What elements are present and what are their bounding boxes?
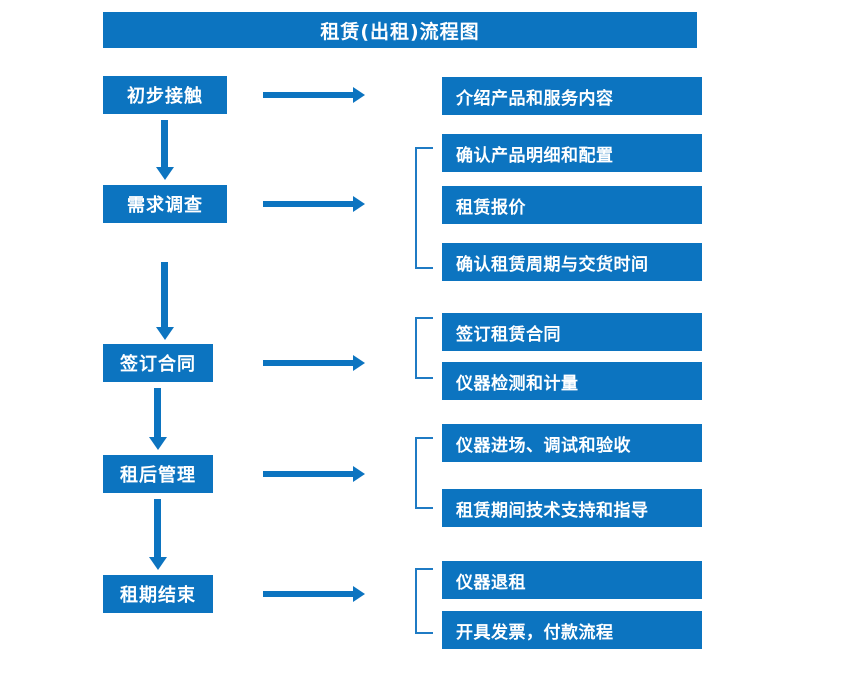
- group-bracket-contract: [415, 317, 433, 379]
- stage-box-5[interactable]: 租期结束: [103, 575, 213, 613]
- diagram-title: 租赁(出租)流程图: [103, 12, 697, 48]
- detail-box-9[interactable]: 仪器退租: [442, 561, 702, 599]
- link-arrow-right-5: [263, 585, 365, 603]
- detail-box-5[interactable]: 签订租赁合同: [442, 313, 702, 351]
- link-arrow-right-2: [263, 195, 365, 213]
- detail-box-7[interactable]: 仪器进场、调试和验收: [442, 424, 702, 462]
- group-bracket-management: [415, 437, 433, 509]
- link-arrow-right-1: [263, 86, 365, 104]
- flow-arrow-down-4: [148, 499, 168, 570]
- link-arrow-right-3: [263, 354, 365, 372]
- flow-arrow-down-1: [155, 120, 175, 180]
- stage-box-3[interactable]: 签订合同: [103, 344, 213, 382]
- stage-box-2[interactable]: 需求调查: [103, 185, 227, 223]
- detail-box-6[interactable]: 仪器检测和计量: [442, 362, 702, 400]
- detail-box-8[interactable]: 租赁期间技术支持和指导: [442, 489, 702, 527]
- group-bracket-termination: [415, 568, 433, 634]
- group-bracket-requirements: [415, 147, 433, 269]
- detail-box-1[interactable]: 介绍产品和服务内容: [442, 77, 702, 115]
- flow-arrow-down-2: [155, 262, 175, 340]
- detail-box-4[interactable]: 确认租赁周期与交货时间: [442, 243, 702, 281]
- detail-box-2[interactable]: 确认产品明细和配置: [442, 134, 702, 172]
- link-arrow-right-4: [263, 465, 365, 483]
- detail-box-3[interactable]: 租赁报价: [442, 186, 702, 224]
- detail-box-10[interactable]: 开具发票，付款流程: [442, 611, 702, 649]
- flow-arrow-down-3: [148, 388, 168, 450]
- stage-box-4[interactable]: 租后管理: [103, 455, 213, 493]
- stage-box-1[interactable]: 初步接触: [103, 76, 227, 114]
